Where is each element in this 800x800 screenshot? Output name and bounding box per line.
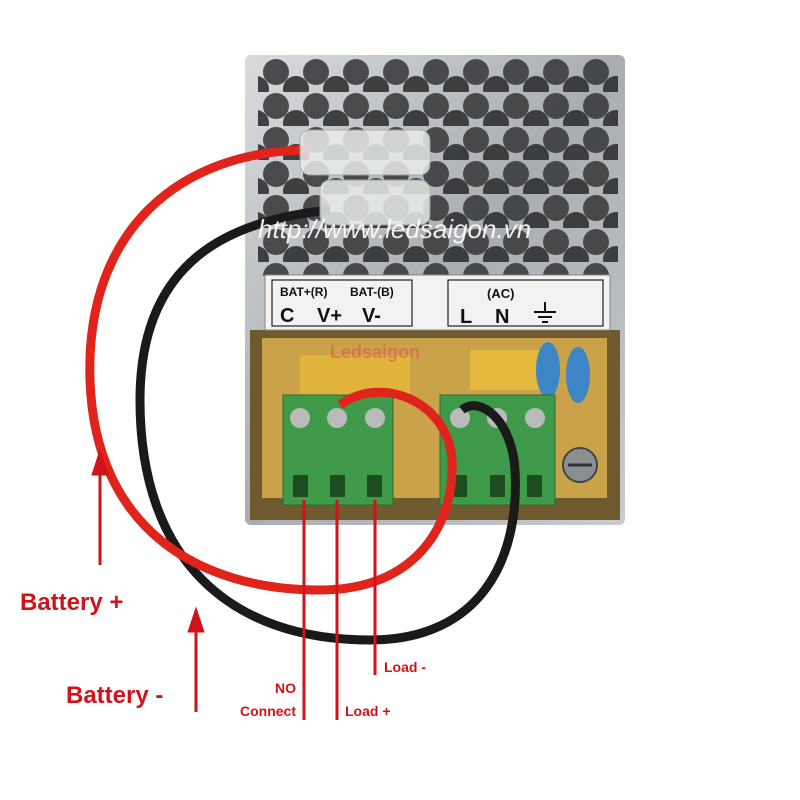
- arrow-head-icon: [187, 606, 205, 633]
- terminal-label-plate: BAT+(R) BAT-(B) C V+ V- (AC) L N: [264, 274, 611, 331]
- label-bat-plus: BAT+(R): [280, 285, 327, 299]
- load-minus-label: Load -: [384, 659, 426, 675]
- label-v-minus: V-: [362, 305, 381, 327]
- label-v-plus: V+: [317, 305, 342, 327]
- label-l: L: [460, 306, 472, 328]
- label-bat-minus: BAT-(B): [350, 285, 394, 299]
- battery-minus-label: Battery -: [66, 682, 163, 709]
- label-ac: (AC): [487, 286, 514, 301]
- no-connect-label-1: NO: [275, 680, 296, 696]
- ac-terminal-block: [439, 394, 556, 506]
- red-battery-wire: [85, 145, 457, 595]
- load-plus-label: Load +: [345, 703, 391, 719]
- spade-connectors: [299, 129, 431, 226]
- black-battery-wire: [135, 205, 520, 645]
- annotation-arrows: [91, 448, 377, 720]
- label-c: C: [280, 305, 294, 327]
- label-n: N: [495, 306, 509, 328]
- dc-terminal-block: [282, 394, 394, 506]
- watermark-logo: Ledsaigon: [330, 342, 420, 362]
- ground-symbol-icon: [534, 302, 556, 323]
- battery-plus-label: Battery +: [20, 589, 123, 616]
- arrow-head-icon: [91, 448, 109, 476]
- no-connect-label-2: Connect: [240, 703, 296, 719]
- watermark-url: http://www.ledsaigon.vn: [258, 214, 531, 244]
